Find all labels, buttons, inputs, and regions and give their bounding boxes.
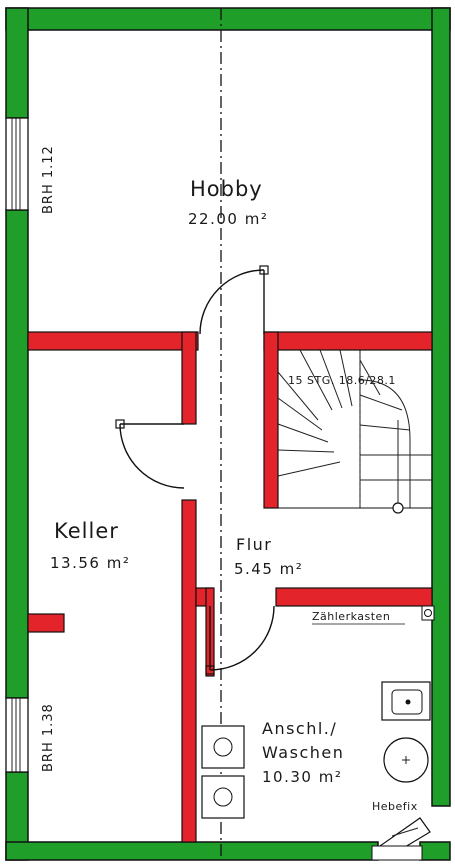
meter-box — [312, 605, 435, 625]
lift-label: Hebefix — [372, 800, 418, 813]
flur-name: Flur — [236, 535, 272, 554]
keller-area: 13.56 m² — [50, 554, 130, 572]
flur-area: 5.45 m² — [234, 560, 303, 578]
door-keller — [115, 419, 185, 489]
window-lower — [5, 697, 29, 773]
hobby-name: Hobby — [190, 177, 263, 201]
wall-stairs-left — [263, 331, 279, 509]
washer-1 — [201, 725, 245, 769]
door-anschl — [205, 605, 275, 675]
keller-name: Keller — [54, 519, 119, 543]
lift-pump — [371, 817, 431, 861]
wall-flur-anschl-right — [275, 587, 433, 607]
floor-drain — [383, 737, 429, 783]
door-hobby — [199, 265, 269, 335]
wall-keller-stub — [27, 613, 65, 633]
dryer-2 — [201, 775, 245, 819]
exterior-wall-top — [5, 7, 451, 31]
anschl-name-line1: Anschl./ — [262, 719, 337, 738]
exterior-wall-left-mid — [5, 209, 29, 699]
anschl-area: 10.30 m² — [262, 768, 342, 786]
window-upper-label: BRH 1.12 — [41, 145, 56, 214]
sink — [381, 681, 431, 721]
wall-keller-flur-upper — [181, 331, 197, 425]
meter-label: Zählerkasten — [312, 610, 390, 623]
window-upper — [5, 117, 29, 211]
wall-keller-flur-lower — [181, 499, 197, 843]
window-lower-label: BRH 1.38 — [41, 703, 56, 772]
wall-hobby-stairs — [263, 331, 433, 351]
stairs-label: 15 STG. 18.6/28.1 — [288, 374, 396, 387]
wall-hobby-keller — [27, 331, 199, 351]
interior-walls — [27, 331, 433, 843]
exterior-wall-left-upper — [5, 7, 29, 119]
staircase — [277, 349, 433, 514]
anschl-name-line2: Waschen — [262, 743, 344, 762]
exterior-wall-right — [431, 7, 451, 807]
exterior-wall-bottom — [5, 841, 379, 861]
exterior-wall-bottom-right — [419, 841, 451, 861]
hobby-area: 22.00 m² — [188, 210, 268, 228]
